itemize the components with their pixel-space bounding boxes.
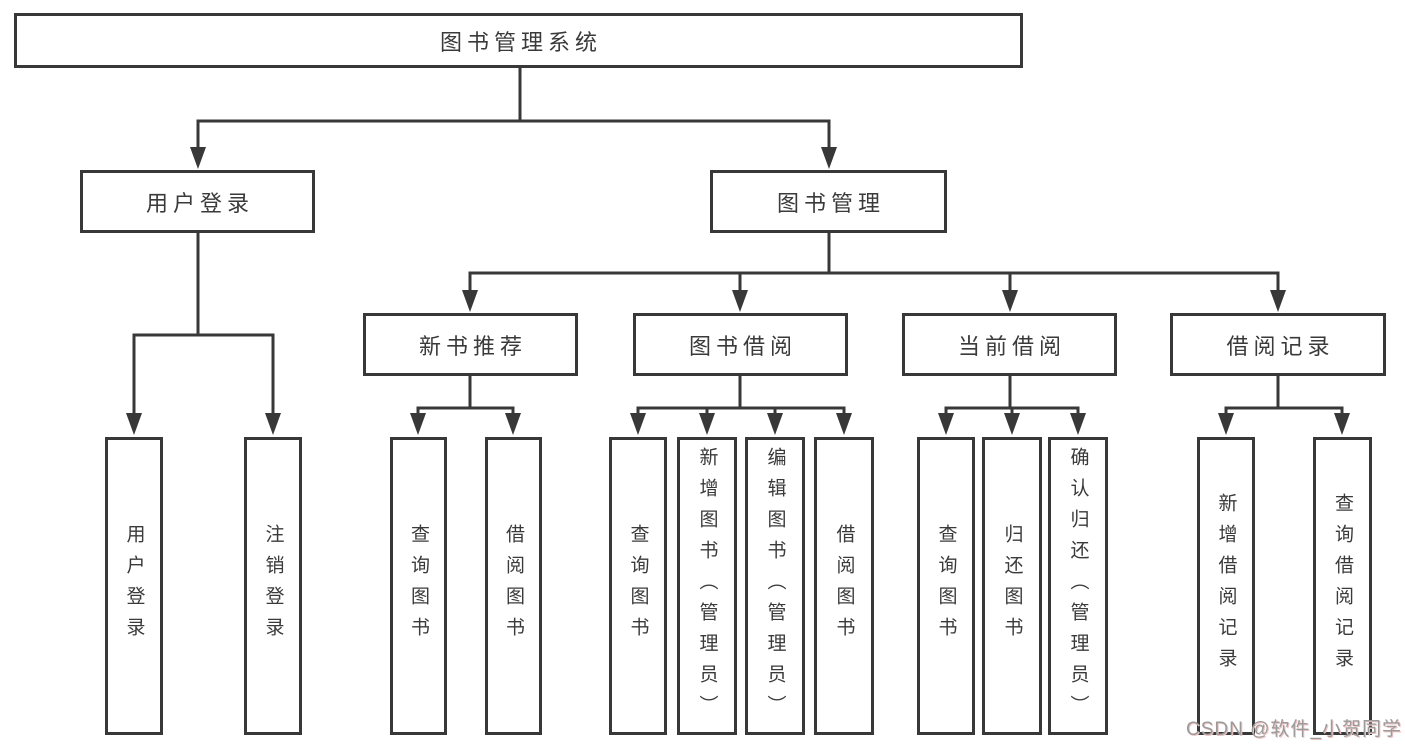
leaf-record-query-borrow-record: 查询借阅记录 [1313,437,1372,735]
leaf-newbook-borrow-books: 借阅图书 [485,437,542,735]
node-borrow-record: 借阅记录 [1170,313,1386,376]
csdn-watermark: CSDN @软件_小贺同学 [1186,719,1402,740]
node-new-book-recommend: 新书推荐 [363,313,578,376]
leaf-current-confirm-return-admin: 确认归还（管理员） [1048,437,1108,735]
node-current-borrow: 当前借阅 [902,313,1117,376]
leaf-current-query-books: 查询图书 [917,437,975,735]
leaf-current-return-books: 归还图书 [982,437,1042,735]
node-book-borrow: 图书借阅 [633,313,848,376]
leaf-borrow-add-books-admin: 新增图书（管理员） [677,437,737,735]
leaf-borrow-borrow-books: 借阅图书 [814,437,874,735]
leaf-borrow-query-books: 查询图书 [609,437,667,735]
leaf-borrow-edit-books-admin: 编辑图书（管理员） [745,437,805,735]
node-user-login: 用户登录 [80,170,315,233]
leaf-newbook-query-books: 查询图书 [390,437,447,735]
leaf-user-login: 用户登录 [105,437,163,735]
node-root: 图书管理系统 [14,13,1023,68]
leaf-logout: 注销登录 [244,437,302,735]
leaf-record-add-borrow-record: 新增借阅记录 [1197,437,1255,735]
node-book-management: 图书管理 [710,170,947,233]
